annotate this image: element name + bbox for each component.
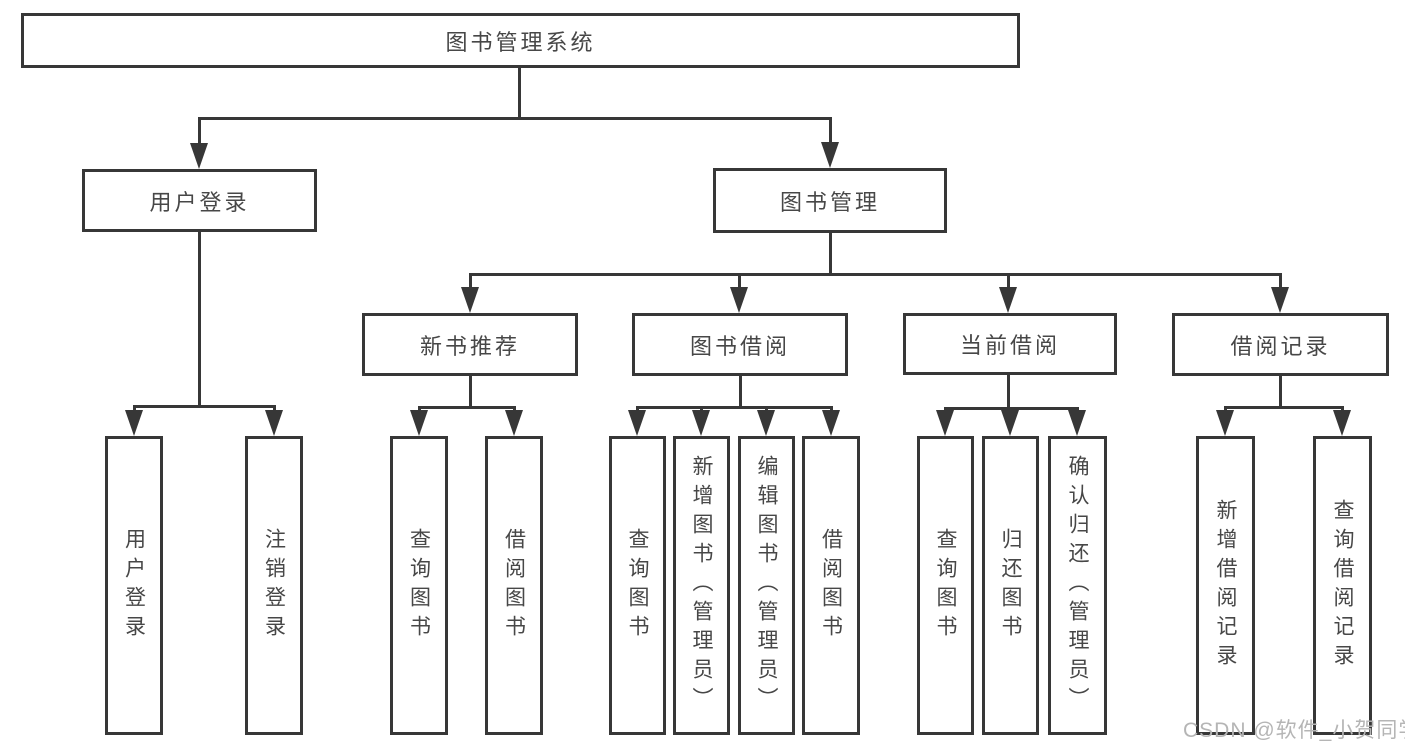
node-book-borrowing-label: 图书借阅	[689, 333, 790, 359]
arrow-down-icon	[410, 410, 428, 436]
leaf-edit-books-admin-label: 编辑图书（管理员）	[755, 455, 778, 716]
leaf-confirm-return-admin-label: 确认归还（管理员）	[1066, 455, 1089, 716]
node-new-book-recommend-label: 新书推荐	[419, 333, 520, 359]
node-root: 图书管理系统	[21, 13, 1020, 68]
leaf-query-books-borrowing-label: 查询图书	[626, 527, 649, 644]
node-user-login-label: 用户登录	[149, 189, 250, 215]
arrow-down-icon	[190, 143, 208, 169]
connector-stub	[418, 406, 421, 413]
arrow-down-icon	[936, 410, 954, 436]
arrow-down-icon	[1333, 410, 1351, 436]
leaf-query-books-current-label: 查询图书	[934, 527, 957, 644]
leaf-confirm-return-admin: 确认归还（管理员）	[1048, 436, 1107, 735]
connector-stub	[1007, 273, 1010, 289]
node-book-management-label: 图书管理	[779, 189, 880, 215]
connector-to-user-login	[198, 117, 201, 145]
leaf-query-books-recommend-label: 查询图书	[407, 527, 431, 644]
connector-recommend-branch	[418, 406, 516, 409]
arrow-down-icon	[505, 410, 523, 436]
node-root-label: 图书管理系统	[445, 29, 596, 55]
connector-borrowing-branch	[636, 406, 832, 409]
leaf-borrow-books-recommend-label: 借阅图书	[502, 527, 526, 644]
node-book-borrowing: 图书借阅	[632, 313, 848, 376]
arrow-down-icon	[265, 410, 283, 436]
node-borrowing-records: 借阅记录	[1172, 313, 1389, 376]
arrow-down-icon	[125, 410, 143, 436]
leaf-return-books: 归还图书	[982, 436, 1039, 735]
connector-stub	[1224, 406, 1227, 413]
connector-user-login-stem	[198, 232, 201, 405]
node-borrowing-records-label: 借阅记录	[1230, 333, 1331, 359]
arrow-down-icon	[821, 142, 839, 168]
leaf-query-books-current: 查询图书	[917, 436, 974, 735]
node-user-login: 用户登录	[82, 169, 317, 232]
leaf-user-login: 用户登录	[105, 436, 163, 735]
leaf-add-borrow-record-label: 新增借阅记录	[1214, 498, 1237, 673]
arrow-down-icon	[628, 410, 646, 436]
connector-records-stem	[1279, 376, 1282, 406]
leaf-add-books-admin: 新增图书（管理员）	[673, 436, 730, 735]
leaf-user-login-label: 用户登录	[122, 527, 146, 644]
connector-stub	[513, 406, 516, 413]
connector-stub	[133, 405, 136, 413]
leaf-query-books-recommend: 查询图书	[390, 436, 448, 735]
connector-current-stem	[1007, 375, 1010, 407]
arrow-down-icon	[1216, 410, 1234, 436]
connector-user-login-branch	[133, 405, 276, 408]
arrow-down-icon	[692, 410, 710, 436]
arrow-down-icon	[757, 410, 775, 436]
connector-borrowing-stem	[739, 376, 742, 406]
leaf-borrow-books-recommend: 借阅图书	[485, 436, 543, 735]
connector-stub	[273, 405, 276, 413]
arrow-down-icon	[461, 287, 479, 313]
connector-stub	[636, 406, 639, 413]
leaf-logout: 注销登录	[245, 436, 303, 735]
leaf-logout-label: 注销登录	[262, 527, 286, 644]
connector-stub	[765, 406, 768, 413]
node-current-borrowing-label: 当前借阅	[959, 333, 1060, 358]
connector-root-branch	[198, 117, 832, 120]
connector-stub	[1341, 406, 1344, 413]
node-book-management: 图书管理	[713, 168, 947, 233]
leaf-borrow-books: 借阅图书	[802, 436, 860, 735]
arrow-down-icon	[1271, 287, 1289, 313]
leaf-query-borrow-record: 查询借阅记录	[1313, 436, 1372, 735]
node-new-book-recommend: 新书推荐	[362, 313, 578, 376]
leaf-return-books-label: 归还图书	[999, 527, 1022, 644]
connector-records-branch	[1224, 406, 1343, 409]
arrow-down-icon	[1068, 410, 1086, 436]
leaf-edit-books-admin: 编辑图书（管理员）	[738, 436, 795, 735]
leaf-add-borrow-record: 新增借阅记录	[1196, 436, 1255, 735]
node-current-borrowing: 当前借阅	[903, 313, 1117, 375]
arrow-down-icon	[822, 410, 840, 436]
connector-recommend-stem	[469, 376, 472, 406]
connector-stub	[830, 406, 833, 413]
connector-stub	[700, 406, 703, 413]
leaf-add-books-admin-label: 新增图书（管理员）	[690, 455, 713, 716]
connector-stub	[469, 273, 472, 289]
leaf-borrow-books-label: 借阅图书	[819, 527, 843, 644]
arrow-down-icon	[730, 287, 748, 313]
arrow-down-icon	[999, 287, 1017, 313]
connector-stub	[738, 273, 741, 289]
connector-root-stem	[518, 68, 521, 117]
leaf-query-books-borrowing: 查询图书	[609, 436, 666, 735]
connector-book-management-branch	[469, 273, 1282, 276]
connector-book-management-stem	[829, 233, 832, 273]
csdn-watermark: CSDN @软件_小贺同学	[1183, 719, 1405, 742]
arrow-down-icon	[1001, 410, 1019, 436]
connector-stub	[1279, 273, 1282, 289]
connector-to-book-management	[829, 117, 832, 144]
leaf-query-borrow-record-label: 查询借阅记录	[1331, 498, 1354, 673]
